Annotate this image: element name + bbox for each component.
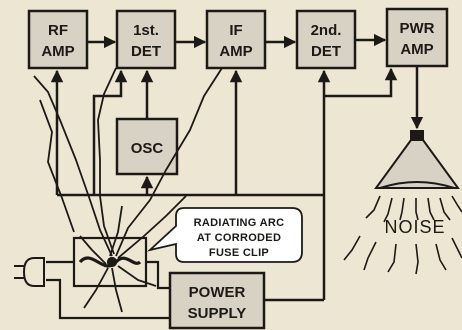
arc-burst-down-left <box>83 267 109 309</box>
second-det-line-2: DET <box>311 43 341 60</box>
first-det-line-1: 1st. <box>133 22 159 39</box>
block-if-amp: IF AMP <box>205 9 267 70</box>
pwr-amp-line-1: PWR <box>400 20 435 37</box>
osc-label: OSC <box>131 140 164 157</box>
bus-to-pwr-amp <box>324 67 398 98</box>
radiating-arc-lines <box>33 67 223 313</box>
noise-label: NOISE <box>384 217 445 237</box>
corroded-clip-spot <box>106 256 118 268</box>
plug-icon <box>14 257 45 287</box>
if-amp-line-2: AMP <box>219 43 252 60</box>
signal-arrows <box>87 33 424 130</box>
arc-callout: RADIATING ARC AT CORRODED FUSE CLIP <box>146 207 303 263</box>
rf-amp-line-2: AMP <box>41 43 74 60</box>
if-amp-line-1: IF <box>229 22 242 39</box>
bus-to-first-det <box>92 69 128 195</box>
first-det-line-2: DET <box>131 43 161 60</box>
block-osc: OSC <box>115 117 179 176</box>
arc-to-if-amp <box>115 67 223 257</box>
block-first-det: 1st. DET <box>115 9 177 70</box>
arc-burst-right <box>117 195 187 259</box>
block-pwr-amp: PWR AMP <box>385 7 449 68</box>
block-power-supply: POWER SUPPLY <box>168 271 266 330</box>
second-det-line-1: 2nd. <box>311 22 342 39</box>
callout-line-1: RADIATING ARC <box>194 217 285 229</box>
speaker-icon <box>374 130 460 189</box>
arc-noise-stroke <box>39 99 75 233</box>
block-rf-amp: RF AMP <box>27 9 89 70</box>
line-cord-lower <box>46 278 170 320</box>
pwr-amp-line-2: AMP <box>400 41 433 58</box>
arc-burst-down-right <box>117 265 157 287</box>
arc-to-first-det <box>97 67 117 255</box>
power-supply-line-2: SUPPLY <box>188 305 247 322</box>
callout-line-3: FUSE CLIP <box>209 247 269 259</box>
arc-burst-left <box>79 235 107 265</box>
arc-burst-down <box>111 267 123 313</box>
noise-rays <box>343 195 462 275</box>
rf-amp-line-1: RF <box>48 22 68 39</box>
block-second-det: 2nd. DET <box>295 9 357 70</box>
callout-line-2: AT CORRODED <box>197 232 281 244</box>
fuse-assembly <box>46 236 170 320</box>
fuse-to-supply <box>146 260 170 290</box>
power-supply-line-1: POWER <box>189 284 246 301</box>
power-bus <box>50 67 398 302</box>
arc-to-rf-amp <box>33 75 113 257</box>
arc-burst-up <box>109 205 123 257</box>
